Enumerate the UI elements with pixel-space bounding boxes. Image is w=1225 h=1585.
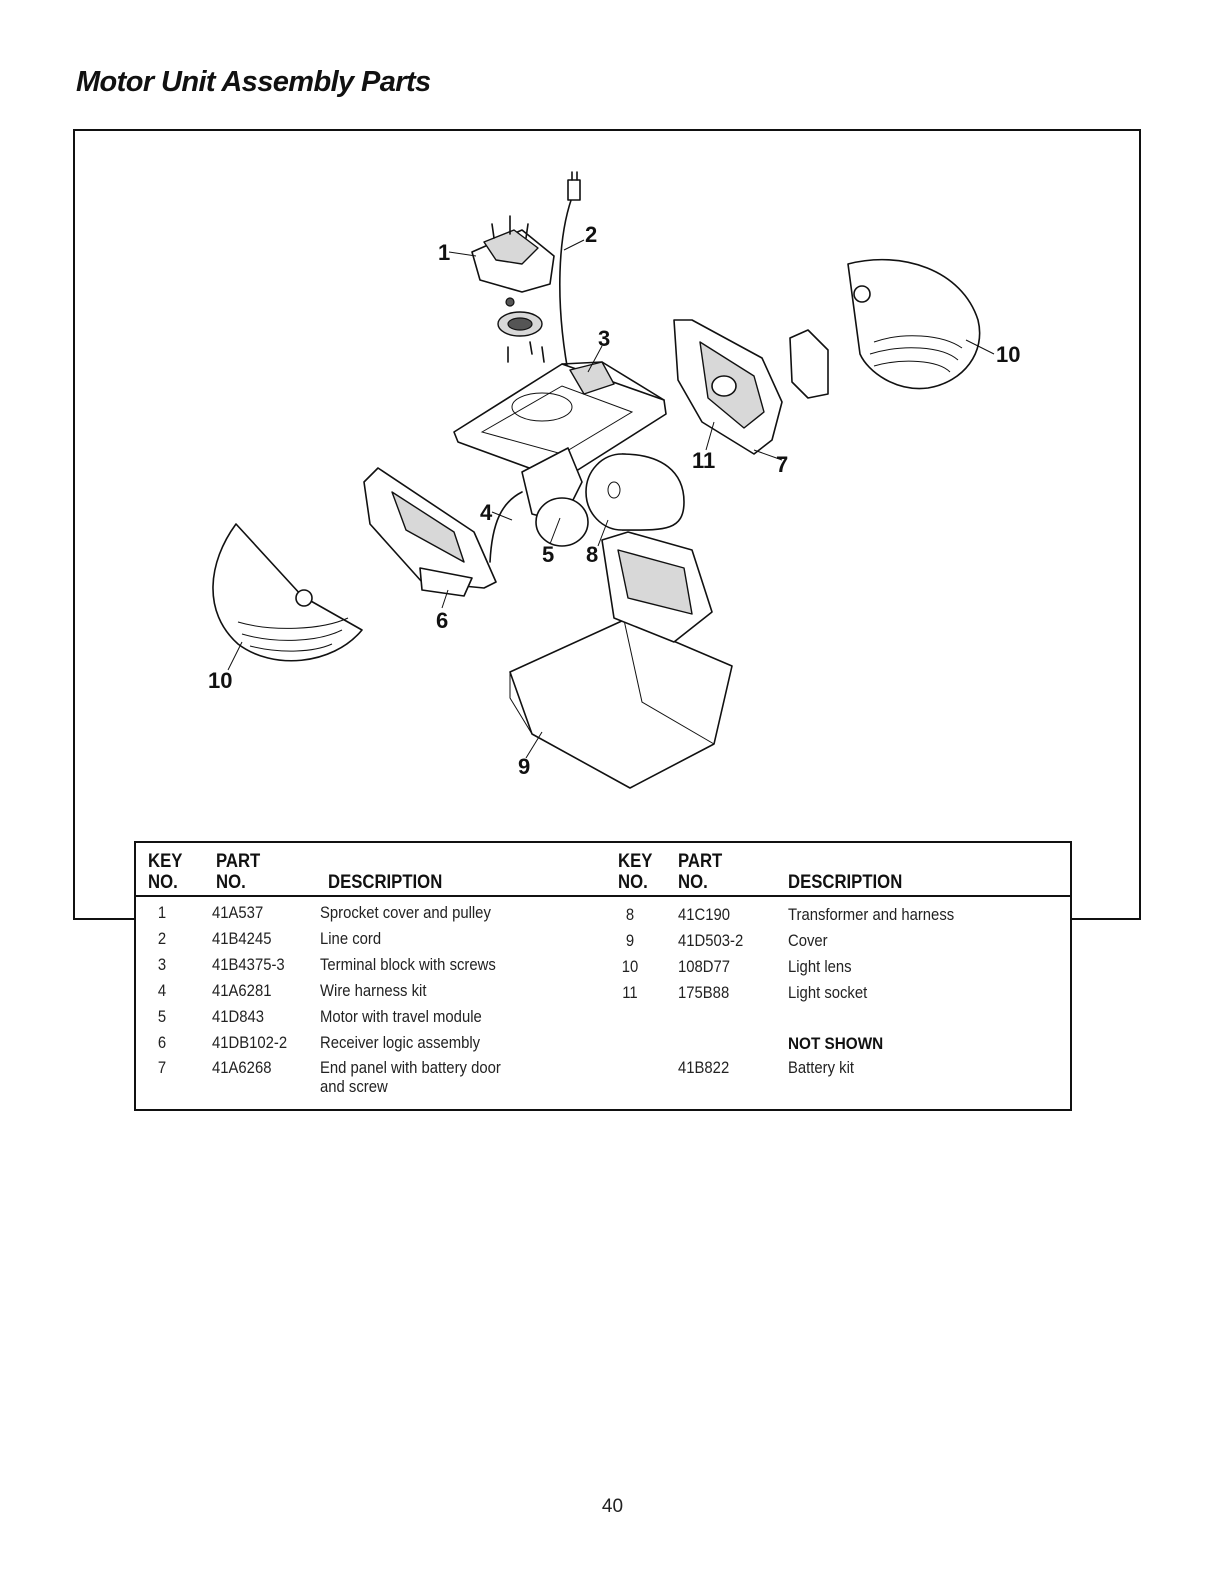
- callout-7: 7: [776, 452, 788, 477]
- callout-6: 6: [436, 608, 448, 633]
- header-key-left-line1: KEY: [148, 851, 183, 872]
- header-part-right-line1: PART: [678, 851, 723, 872]
- callout-1: 1: [438, 240, 450, 265]
- motor-chassis-part: [453, 361, 667, 481]
- exploded-diagram: 1 2 3 4 5 6 7 8 9 10 10 11: [208, 171, 1020, 789]
- motor-travel-module-part: [489, 447, 589, 563]
- parts-table: KEY NO. PART NO. DESCRIPTION KEY NO. PAR…: [134, 841, 1072, 1111]
- not-shown-label: NOT SHOWN: [788, 1034, 884, 1053]
- page-title: Motor Unit Assembly Parts: [76, 66, 431, 98]
- header-part-right-line2: NO.: [678, 872, 708, 893]
- callout-3: 3: [598, 326, 610, 351]
- header-description-left: DESCRIPTION: [328, 872, 443, 893]
- sprocket-cover-part: [471, 215, 555, 363]
- header-rule: [136, 895, 1070, 897]
- callout-5: 5: [542, 542, 554, 567]
- transformer-part: [585, 453, 685, 531]
- end-panel-part: [673, 319, 829, 455]
- header-part-left-line2: NO.: [216, 872, 246, 893]
- callout-8: 8: [586, 542, 598, 567]
- leader-lines: [227, 239, 995, 759]
- callout-9: 9: [518, 754, 530, 779]
- line-cord-part: [559, 171, 581, 383]
- header-description-right: DESCRIPTION: [788, 872, 903, 893]
- cover-part: [509, 531, 733, 789]
- header-part-left-line1: PART: [216, 851, 261, 872]
- light-lens-left-part: [212, 523, 363, 662]
- receiver-logic-part: [363, 467, 497, 597]
- callout-10-right: 10: [996, 342, 1020, 367]
- light-lens-right-part: [847, 258, 981, 390]
- callout-4: 4: [480, 500, 493, 525]
- callout-10-left: 10: [208, 668, 232, 693]
- header-key-right-line1: KEY: [618, 851, 653, 872]
- callout-11: 11: [692, 448, 715, 473]
- header-key-right-line2: NO.: [618, 872, 648, 893]
- header-key-left-line2: NO.: [148, 872, 178, 893]
- callout-2: 2: [585, 222, 597, 247]
- diagram-frame: 1 2 3 4 5 6 7 8 9 10 10 11: [73, 129, 1141, 920]
- page-number: 40: [601, 1496, 624, 1517]
